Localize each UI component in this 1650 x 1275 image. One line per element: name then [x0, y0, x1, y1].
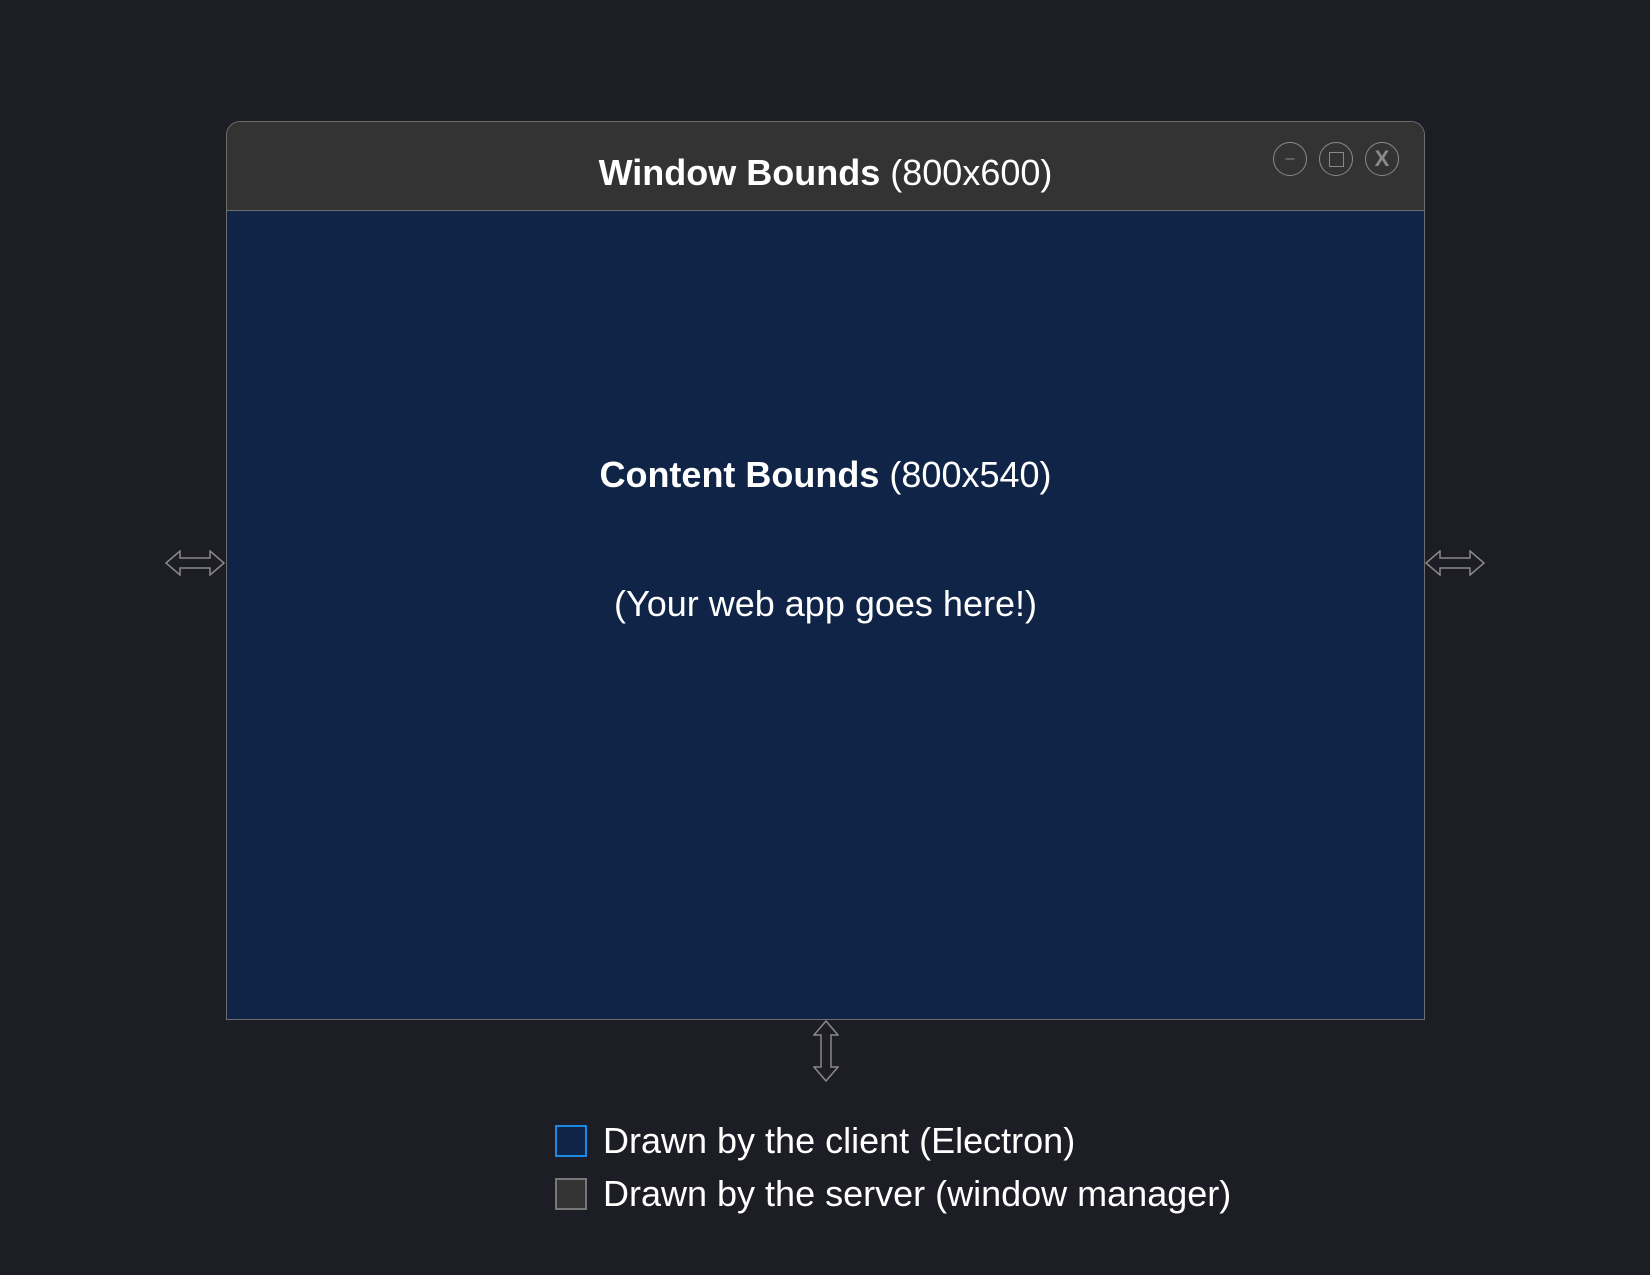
legend: Drawn by the client (Electron) Drawn by …	[555, 1120, 1231, 1226]
window-frame: Window Bounds (800x600) – X Content Boun…	[226, 121, 1425, 1020]
titlebar[interactable]: Window Bounds (800x600) – X	[227, 122, 1424, 211]
window-title: Window Bounds (800x600)	[227, 152, 1424, 194]
legend-label-client: Drawn by the client (Electron)	[603, 1120, 1076, 1161]
maximize-button[interactable]	[1319, 142, 1353, 176]
window-controls: – X	[1273, 142, 1399, 176]
legend-label-server: Drawn by the server (window manager)	[603, 1173, 1232, 1214]
legend-swatch-server	[555, 1178, 587, 1210]
close-icon: X	[1374, 146, 1390, 171]
maximize-icon	[1328, 151, 1344, 167]
window-title-bold: Window Bounds	[598, 152, 881, 193]
legend-item-client: Drawn by the client (Electron)	[555, 1120, 1231, 1162]
content-area: Content Bounds (800x540) (Your web app g…	[227, 211, 1424, 1019]
content-title-dims: (800x540)	[889, 454, 1052, 495]
legend-swatch-client	[555, 1125, 587, 1157]
resize-horizontal-left-icon[interactable]	[165, 550, 225, 576]
minimize-button[interactable]: –	[1273, 142, 1307, 176]
minimize-icon: –	[1285, 150, 1295, 167]
legend-item-server: Drawn by the server (window manager)	[555, 1173, 1231, 1215]
content-title-bold: Content Bounds	[599, 454, 880, 495]
content-subtitle: (Your web app goes here!)	[614, 583, 1037, 624]
close-button[interactable]: X	[1365, 142, 1399, 176]
resize-vertical-icon[interactable]	[813, 1020, 839, 1082]
resize-horizontal-right-icon[interactable]	[1425, 550, 1485, 576]
content-title: Content Bounds (800x540)	[227, 454, 1424, 496]
window-title-dims: (800x600)	[890, 152, 1053, 193]
